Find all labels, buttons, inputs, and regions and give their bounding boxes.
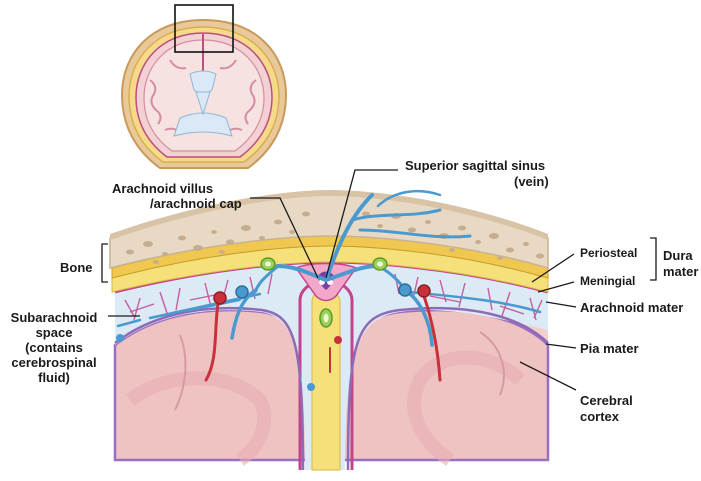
- subarachnoid-space-label-line2: space: [4, 325, 104, 340]
- cerebral-cortex-label-line2: cortex: [580, 409, 619, 424]
- pia-mater-label: Pia mater: [580, 341, 639, 356]
- artery-cross-section-left: [214, 292, 226, 304]
- subarachnoid-space-label-line3: (contains: [4, 340, 104, 355]
- meningial-label: Meningial: [580, 274, 635, 288]
- vein-cross-section-right: [399, 284, 411, 296]
- arachnoid-villus-label-line2: /arachnoid cap: [150, 196, 242, 211]
- artery-cross-section-right: [418, 285, 430, 297]
- subarachnoid-space-label-line4: cerebrospinal: [4, 355, 104, 370]
- vein-cross-section-falx: [307, 383, 315, 391]
- brain-coronal-section-icon: [122, 5, 286, 168]
- artery-cross-section-falx: [334, 336, 342, 344]
- dura-mater-label-line2: mater: [663, 264, 698, 279]
- subarachnoid-space-label-line5: fluid): [4, 370, 104, 385]
- dura-mater-label-line1: Dura: [663, 248, 693, 263]
- vein-cross-section-left: [236, 286, 248, 298]
- subarachnoid-space-label-line1: Subarachnoid: [4, 310, 104, 325]
- cerebral-cortex-label-line1: Cerebral: [580, 393, 633, 408]
- arachnoid-villus-label-line1: Arachnoid villus: [112, 181, 213, 196]
- vein-cross-section-edge: [116, 334, 124, 342]
- superior-sagittal-sinus-label-line1: Superior sagittal sinus: [405, 158, 545, 173]
- superior-sagittal-sinus-label-line2: (vein): [514, 174, 549, 189]
- arachnoid-mater-label: Arachnoid mater: [580, 300, 683, 315]
- bone-label: Bone: [60, 260, 93, 275]
- periosteal-label: Periosteal: [580, 246, 637, 260]
